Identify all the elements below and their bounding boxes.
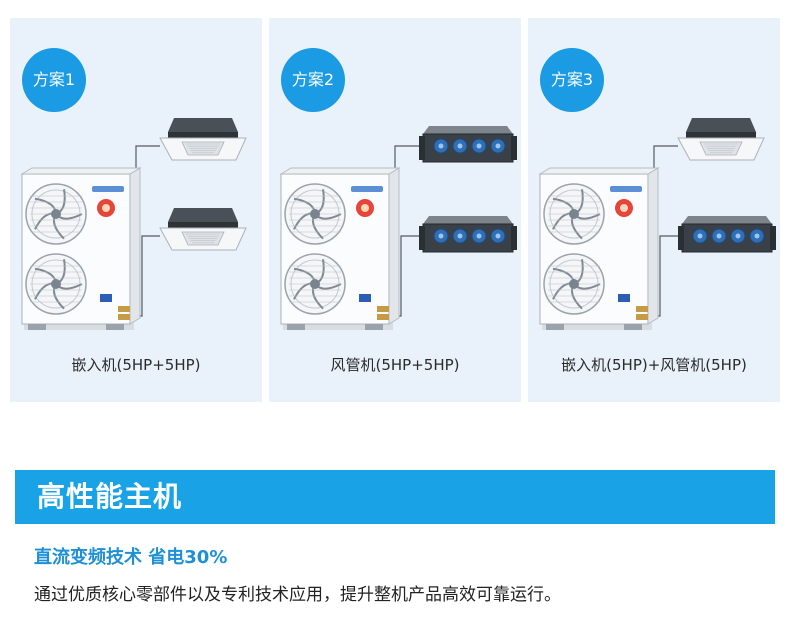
scheme-caption: 风管机(5HP+5HP) <box>330 356 460 374</box>
feature-subtitle: 直流变频技术 省电30% <box>34 547 228 568</box>
outdoor-unit <box>538 167 660 330</box>
scheme-caption: 嵌入机(5HP+5HP) <box>71 356 201 374</box>
fan-icon <box>543 253 605 315</box>
scheme-badge: 方案1 <box>22 48 86 112</box>
system-illustration <box>20 118 247 330</box>
section-title: 高性能主机 <box>37 480 183 513</box>
scheme-panel-3: 方案3 嵌入机(5HP)+风管机(5HP) <box>528 18 780 402</box>
scheme-badge: 方案3 <box>540 48 604 112</box>
fan-icon <box>543 183 605 245</box>
duct-indoor-unit <box>678 216 776 253</box>
system-illustration <box>279 126 517 330</box>
fan-icon <box>284 183 346 245</box>
scheme-caption: 嵌入机(5HP)+风管机(5HP) <box>561 356 747 374</box>
scheme-badge: 方案2 <box>281 48 345 112</box>
outdoor-unit <box>279 167 401 330</box>
cassette-indoor-unit <box>677 118 765 161</box>
scheme-panel-2: 方案2 风管机(5HP+5HP) <box>269 18 521 402</box>
fan-icon <box>25 183 87 245</box>
cassette-indoor-unit <box>159 208 247 251</box>
duct-indoor-unit <box>419 216 517 253</box>
section-banner: 高性能主机 <box>15 470 775 524</box>
scheme-panel-1: 方案1 嵌入机(5HP+5HP) <box>10 18 262 402</box>
outdoor-unit <box>20 167 142 330</box>
duct-indoor-unit <box>419 126 517 163</box>
fan-icon <box>284 253 346 315</box>
fan-icon <box>25 253 87 315</box>
feature-description: 通过优质核心零部件以及专利技术应用，提升整机产品高效可靠运行。 <box>34 585 561 605</box>
system-illustration <box>538 118 776 330</box>
cassette-indoor-unit <box>159 118 247 161</box>
